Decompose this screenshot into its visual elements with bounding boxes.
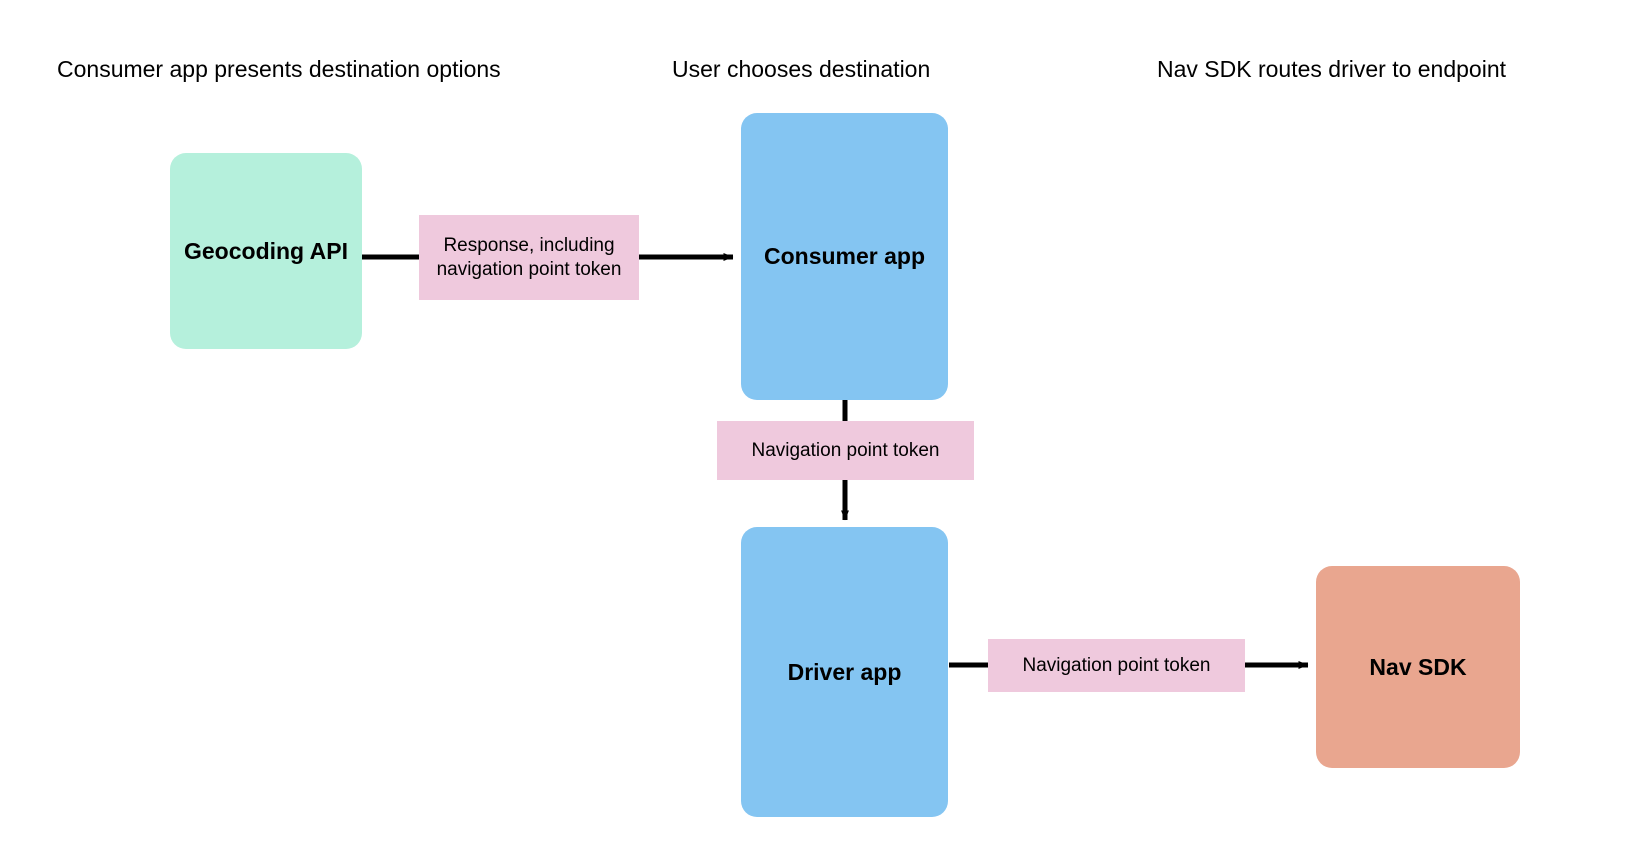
edge-label-navigation-point-token-horizontal: Navigation point token bbox=[988, 639, 1245, 692]
node-driver-app[interactable]: Driver app bbox=[741, 527, 948, 817]
node-geocoding-api[interactable]: Geocoding API bbox=[170, 153, 362, 349]
node-label-geocoding-api: Geocoding API bbox=[184, 237, 348, 264]
column-header-user-chooses-destination: User chooses destination bbox=[672, 56, 931, 82]
edge-label-text-geocoding-to-consumer: Response, including navigation point tok… bbox=[436, 235, 622, 280]
edge-label-text-consumer-to-driver: Navigation point token bbox=[751, 439, 940, 461]
column-header-consumer-app-presents: Consumer app presents destination option… bbox=[57, 56, 501, 82]
edge-label-navigation-point-token-vertical: Navigation point token bbox=[717, 421, 974, 480]
node-consumer-app[interactable]: Consumer app bbox=[741, 113, 948, 400]
node-nav-sdk[interactable]: Nav SDK bbox=[1316, 566, 1520, 768]
node-label-nav-sdk: Nav SDK bbox=[1369, 653, 1467, 680]
column-header-nav-sdk-routes-driver: Nav SDK routes driver to endpoint bbox=[1157, 56, 1507, 82]
edge-label-response-navigation-point-token: Response, including navigation point tok… bbox=[419, 215, 639, 300]
node-label-consumer-app: Consumer app bbox=[763, 243, 926, 269]
edge-label-text-driver-to-navsdk: Navigation point token bbox=[1022, 654, 1211, 676]
node-label-driver-app: Driver app bbox=[787, 658, 902, 685]
